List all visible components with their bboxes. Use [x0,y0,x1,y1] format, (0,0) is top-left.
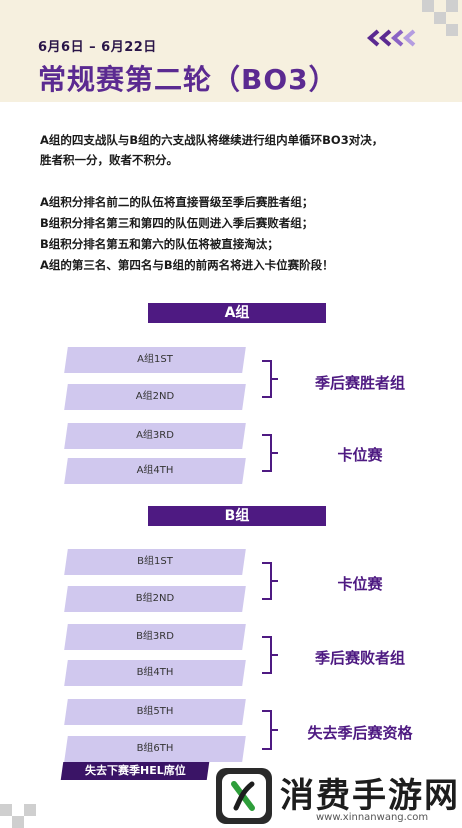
team-slot: B组3RD [64,624,246,650]
decor-square [446,0,458,12]
site-name: 消费手游网 [280,776,460,816]
rule-line: B组积分排名第三和第四的队伍则进入季后赛败者组； [40,216,314,230]
team-slot: B组5TH [64,699,246,725]
decor-square [24,804,36,816]
intro-line: 胜者积一分，败者不积分。 [40,153,178,167]
rule-line: A组积分排名前二的队伍将直接晋级至季后赛胜者组； [40,195,314,209]
team-label: B组2ND [135,593,175,604]
decor-square [0,804,12,816]
outcome-label: 卡位赛 [337,575,383,593]
chevrons-left-icon [366,29,416,47]
group-a-header: A组 [148,303,326,323]
team-slot: B组2ND [64,586,246,612]
team-label: B组3RD [136,631,174,642]
outcome-label: 失去季后赛资格 [307,724,413,742]
team-label: B组4TH [136,667,174,678]
decor-square [12,816,24,828]
team-label: A组3RD [136,430,174,441]
team-slot: A组3RD [64,423,246,449]
outcome-label: 季后赛胜者组 [314,374,405,392]
decor-square [422,0,434,12]
banner-text: 失去下赛季HEL席位 [84,764,186,777]
team-slot: A组1ST [64,347,246,373]
header-band [0,0,462,102]
team-label: A组2ND [135,391,175,402]
date-range: 6月6日 – 6月22日 [38,40,157,55]
team-label: A组4TH [136,465,174,476]
outcome-label: 季后赛败者组 [314,649,405,667]
page-title: 常规赛第二轮（BO3） [38,63,338,96]
rule-line: B组积分排名第五和第六的队伍将被直接淘汰； [40,237,279,251]
team-slot: A组2ND [64,384,246,410]
intro-line: A组的四支战队与B组的六支战队将继续进行组内单循环BO3对决， [40,133,384,147]
site-url: www.xinnanwang.com [316,812,429,823]
rule-line: A组的第三名、第四名与B组的前两名将进入卡位赛阶段！ [40,258,334,272]
team-label: B组1ST [137,556,173,567]
team-slot: A组4TH [64,458,246,484]
site-watermark: 消费手游网 www.xinnanwang.com [216,768,460,828]
group-b-header: B组 [148,506,326,526]
decor-square [434,12,446,24]
hel-banner: 失去下赛季HEL席位 [60,762,210,780]
team-slot: B组1ST [64,549,246,575]
decor-square [446,24,458,36]
team-label: A组1ST [137,354,173,365]
team-slot: B组6TH [64,736,246,762]
team-label: B组6TH [136,743,174,754]
team-label: B组5TH [136,706,174,717]
site-logo-icon [216,768,272,824]
team-slot: B组4TH [64,660,246,686]
outcome-label: 卡位赛 [337,446,383,464]
